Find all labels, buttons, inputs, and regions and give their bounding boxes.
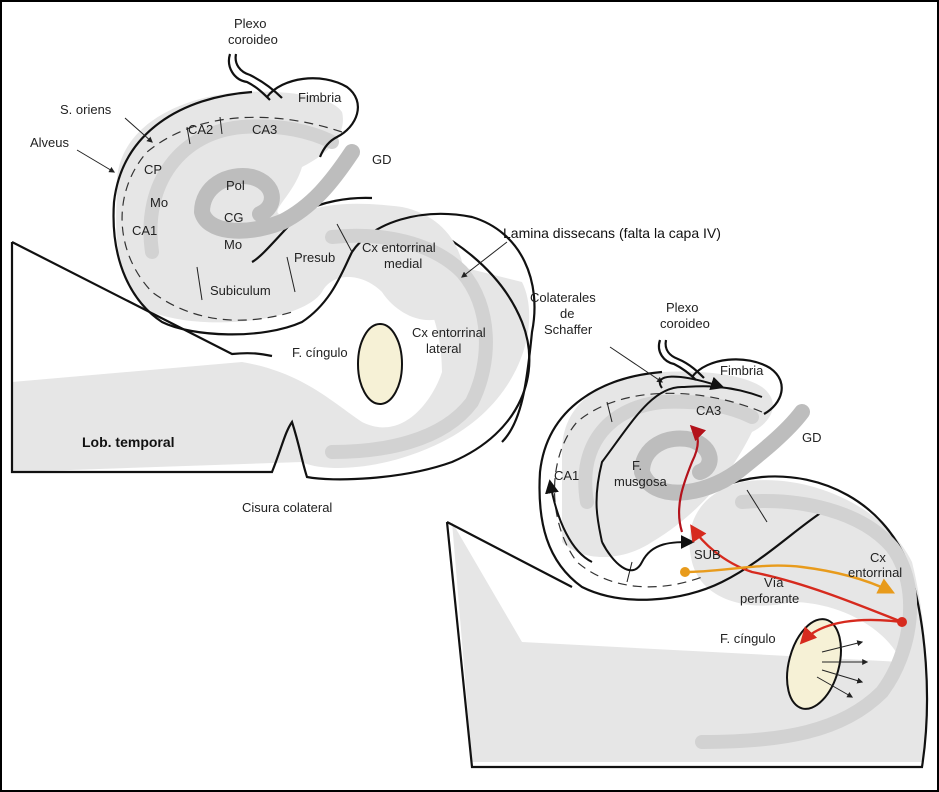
right-sub-label: SUB	[694, 547, 721, 562]
left-lob-temporal-label: Lob. temporal	[82, 434, 175, 450]
left-ca3-label: CA3	[252, 122, 277, 137]
left-lamina-label: Lamina dissecans (falta la capa IV)	[503, 225, 721, 241]
left-cp-label: CP	[144, 162, 162, 177]
left-cg-label: CG	[224, 210, 244, 225]
left-cx-lateral-label-1: Cx entorrinal	[412, 325, 486, 340]
left-mo-lower-label: Mo	[224, 237, 242, 252]
right-colaterales-label-3: Schaffer	[544, 322, 593, 337]
right-f-cingulo-label: F. cíngulo	[720, 631, 776, 646]
right-cx-label-1: Cx	[870, 550, 886, 565]
right-colaterales-label-2: de	[560, 306, 574, 321]
right-f-musgosa-label-2: musgosa	[614, 474, 668, 489]
left-lamina-pointer	[462, 242, 507, 277]
left-plexo-label-2: coroideo	[228, 32, 278, 47]
right-plexo-label-2: coroideo	[660, 316, 710, 331]
right-plexo-label-1: Plexo	[666, 300, 699, 315]
left-alveus-label: Alveus	[30, 135, 70, 150]
left-fimbria-label: Fimbria	[298, 90, 342, 105]
left-gd-label: GD	[372, 152, 392, 167]
left-cx-medial-label-2: medial	[384, 256, 422, 271]
right-gd-label: GD	[802, 430, 822, 445]
left-mo-upper-label: Mo	[150, 195, 168, 210]
left-presub-label: Presub	[294, 250, 335, 265]
left-cx-lateral-label-2: lateral	[426, 341, 462, 356]
left-pol-label: Pol	[226, 178, 245, 193]
right-ca1-label: CA1	[554, 468, 579, 483]
right-via-label-2: perforante	[740, 591, 799, 606]
left-ca1-label: CA1	[132, 223, 157, 238]
right-cx-label-2: entorrinal	[848, 565, 902, 580]
left-cisura-label: Cisura colateral	[242, 500, 332, 515]
right-via-label-1: Vía	[764, 575, 784, 590]
right-ca3-label: CA3	[696, 403, 721, 418]
left-plexo-label-1: Plexo	[234, 16, 267, 31]
left-cx-medial-label-1: Cx entorrinal	[362, 240, 436, 255]
entorhinal-neuron	[897, 617, 907, 627]
left-cingulum-bundle	[358, 324, 402, 404]
left-subiculum-label: Subiculum	[210, 283, 271, 298]
left-f-cingulo-label: F. cíngulo	[292, 345, 348, 360]
left-alveus-pointer	[77, 150, 114, 172]
right-ca-divider-2	[627, 562, 632, 582]
left-s-oriens-label: S. oriens	[60, 102, 112, 117]
right-fimbria-label: Fimbria	[720, 363, 764, 378]
right-f-musgosa-label-1: F.	[632, 458, 642, 473]
right-colaterales-label-1: Colaterales	[530, 290, 596, 305]
left-ca2-label: CA2	[188, 122, 213, 137]
subicular-neuron	[680, 567, 690, 577]
